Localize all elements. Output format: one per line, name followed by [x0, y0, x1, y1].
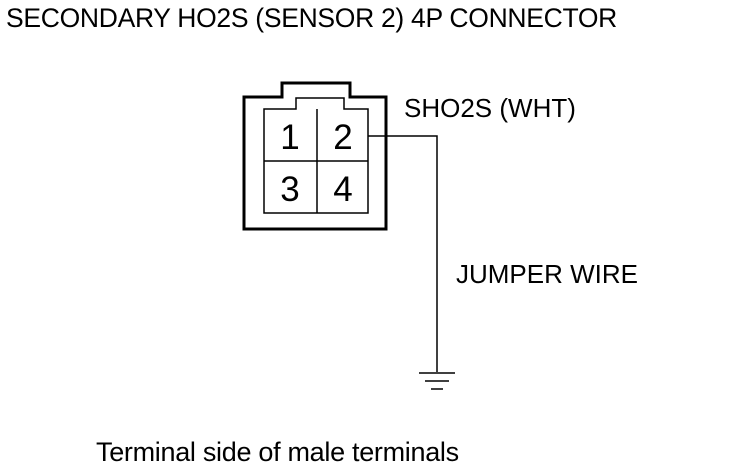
jumper-wire [368, 135, 438, 372]
diagram-caption: Terminal side of male terminals [96, 437, 459, 467]
diagram-title: SECONDARY HO2S (SENSOR 2) 4P CONNECTOR [6, 3, 618, 33]
pin-4-label: 4 [333, 170, 352, 209]
pin-1-label: 1 [280, 118, 299, 157]
connector-label: SHO2S (WHT) [404, 93, 576, 123]
ground-icon [419, 372, 455, 390]
connector-housing-outer [242, 81, 388, 231]
connector-housing-inner [263, 97, 369, 214]
jumper-wire-label: JUMPER WIRE [456, 259, 638, 289]
pin-2-label: 2 [333, 118, 352, 157]
pin-3-label: 3 [280, 170, 299, 209]
